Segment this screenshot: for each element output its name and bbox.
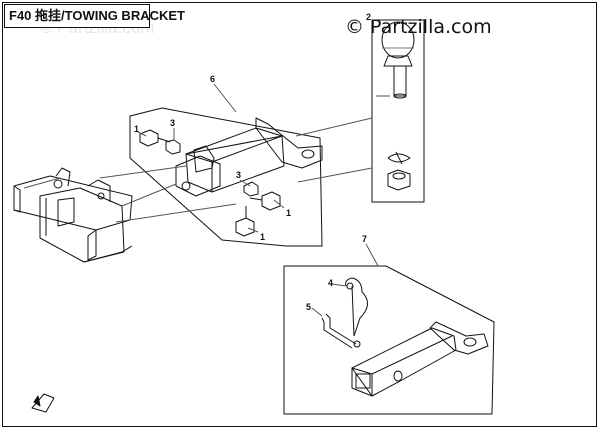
receiver-bracket xyxy=(175,117,323,197)
callout-6: 6 xyxy=(210,74,215,84)
callout-3-upper: 3 xyxy=(170,118,175,128)
callout-3-lower: 3 xyxy=(236,170,241,180)
diagram-frame xyxy=(2,2,597,427)
frame-connectors xyxy=(99,165,237,223)
nut-lower xyxy=(243,181,259,197)
bolt-right xyxy=(249,191,281,211)
ball-mount xyxy=(351,321,489,397)
group-6-outline xyxy=(129,107,323,247)
ball-box-connectors xyxy=(295,95,390,183)
hitch-pin xyxy=(321,313,361,349)
callout-6-leader xyxy=(213,83,237,113)
ball-nut xyxy=(387,169,411,191)
callout-5: 5 xyxy=(306,302,311,312)
group-7-outline xyxy=(283,265,495,415)
callout-2: 2 xyxy=(366,12,371,22)
fr-arrow-icon xyxy=(31,393,55,413)
callout-1-upper: 1 xyxy=(134,124,139,134)
lock-washer xyxy=(387,151,411,165)
bolt-bottom xyxy=(235,206,255,237)
bolt-leaders xyxy=(137,128,285,233)
hitch-ball xyxy=(381,21,415,99)
diagram-title: F40 拖挂/TOWING BRACKET xyxy=(4,4,185,28)
callout-4: 4 xyxy=(328,278,333,288)
callout-7-leader xyxy=(365,243,379,267)
pin-leaders xyxy=(311,283,347,317)
group-2-outline xyxy=(371,19,425,203)
hitch-clip xyxy=(345,277,368,337)
partzilla-watermark: © Partzilla.com xyxy=(345,16,492,38)
nut-upper xyxy=(165,139,181,155)
callout-1-right: 1 xyxy=(286,208,291,218)
callout-7: 7 xyxy=(362,234,367,244)
frame-tube xyxy=(13,167,133,263)
callout-1-bottom: 1 xyxy=(260,232,265,242)
